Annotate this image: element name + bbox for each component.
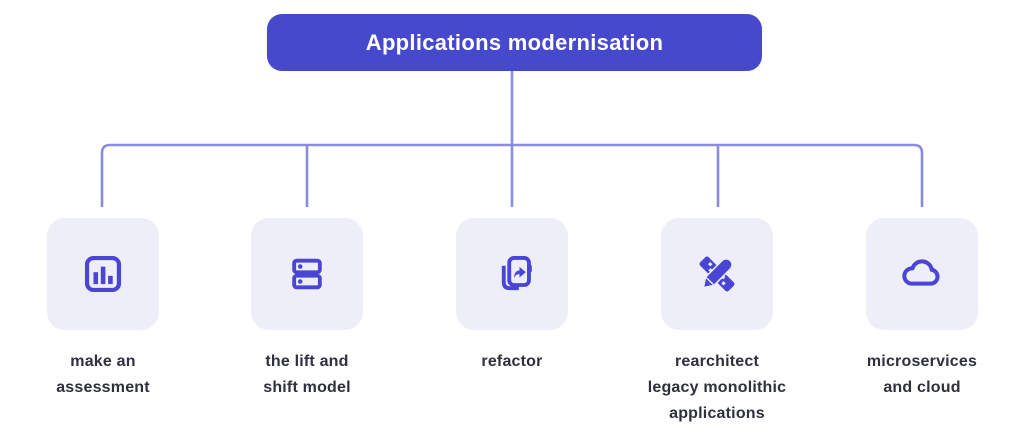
node-rearchitect <box>661 218 773 330</box>
node-refactor <box>456 218 568 330</box>
node-label: the lift and shift model <box>263 353 351 396</box>
node-lift-and-shift <box>251 218 363 330</box>
node-microservices-cloud <box>866 218 978 330</box>
bar-chart-icon <box>84 255 122 293</box>
node-label: make an assessment <box>56 353 150 396</box>
cloud-icon <box>902 259 940 286</box>
root-node-label: Applications modernisation <box>365 29 664 55</box>
root-node: Applications modernisation <box>267 14 762 71</box>
node-label: microservices and cloud <box>866 353 978 396</box>
node-label: refactor <box>481 353 543 370</box>
node-label: rearchitect legacy monolithic applicatio… <box>647 353 787 422</box>
copy-arrow-icon <box>501 256 532 291</box>
pencil-ruler-icon <box>699 256 735 292</box>
server-stack-icon <box>292 258 322 290</box>
node-make-an-assessment <box>47 218 159 330</box>
